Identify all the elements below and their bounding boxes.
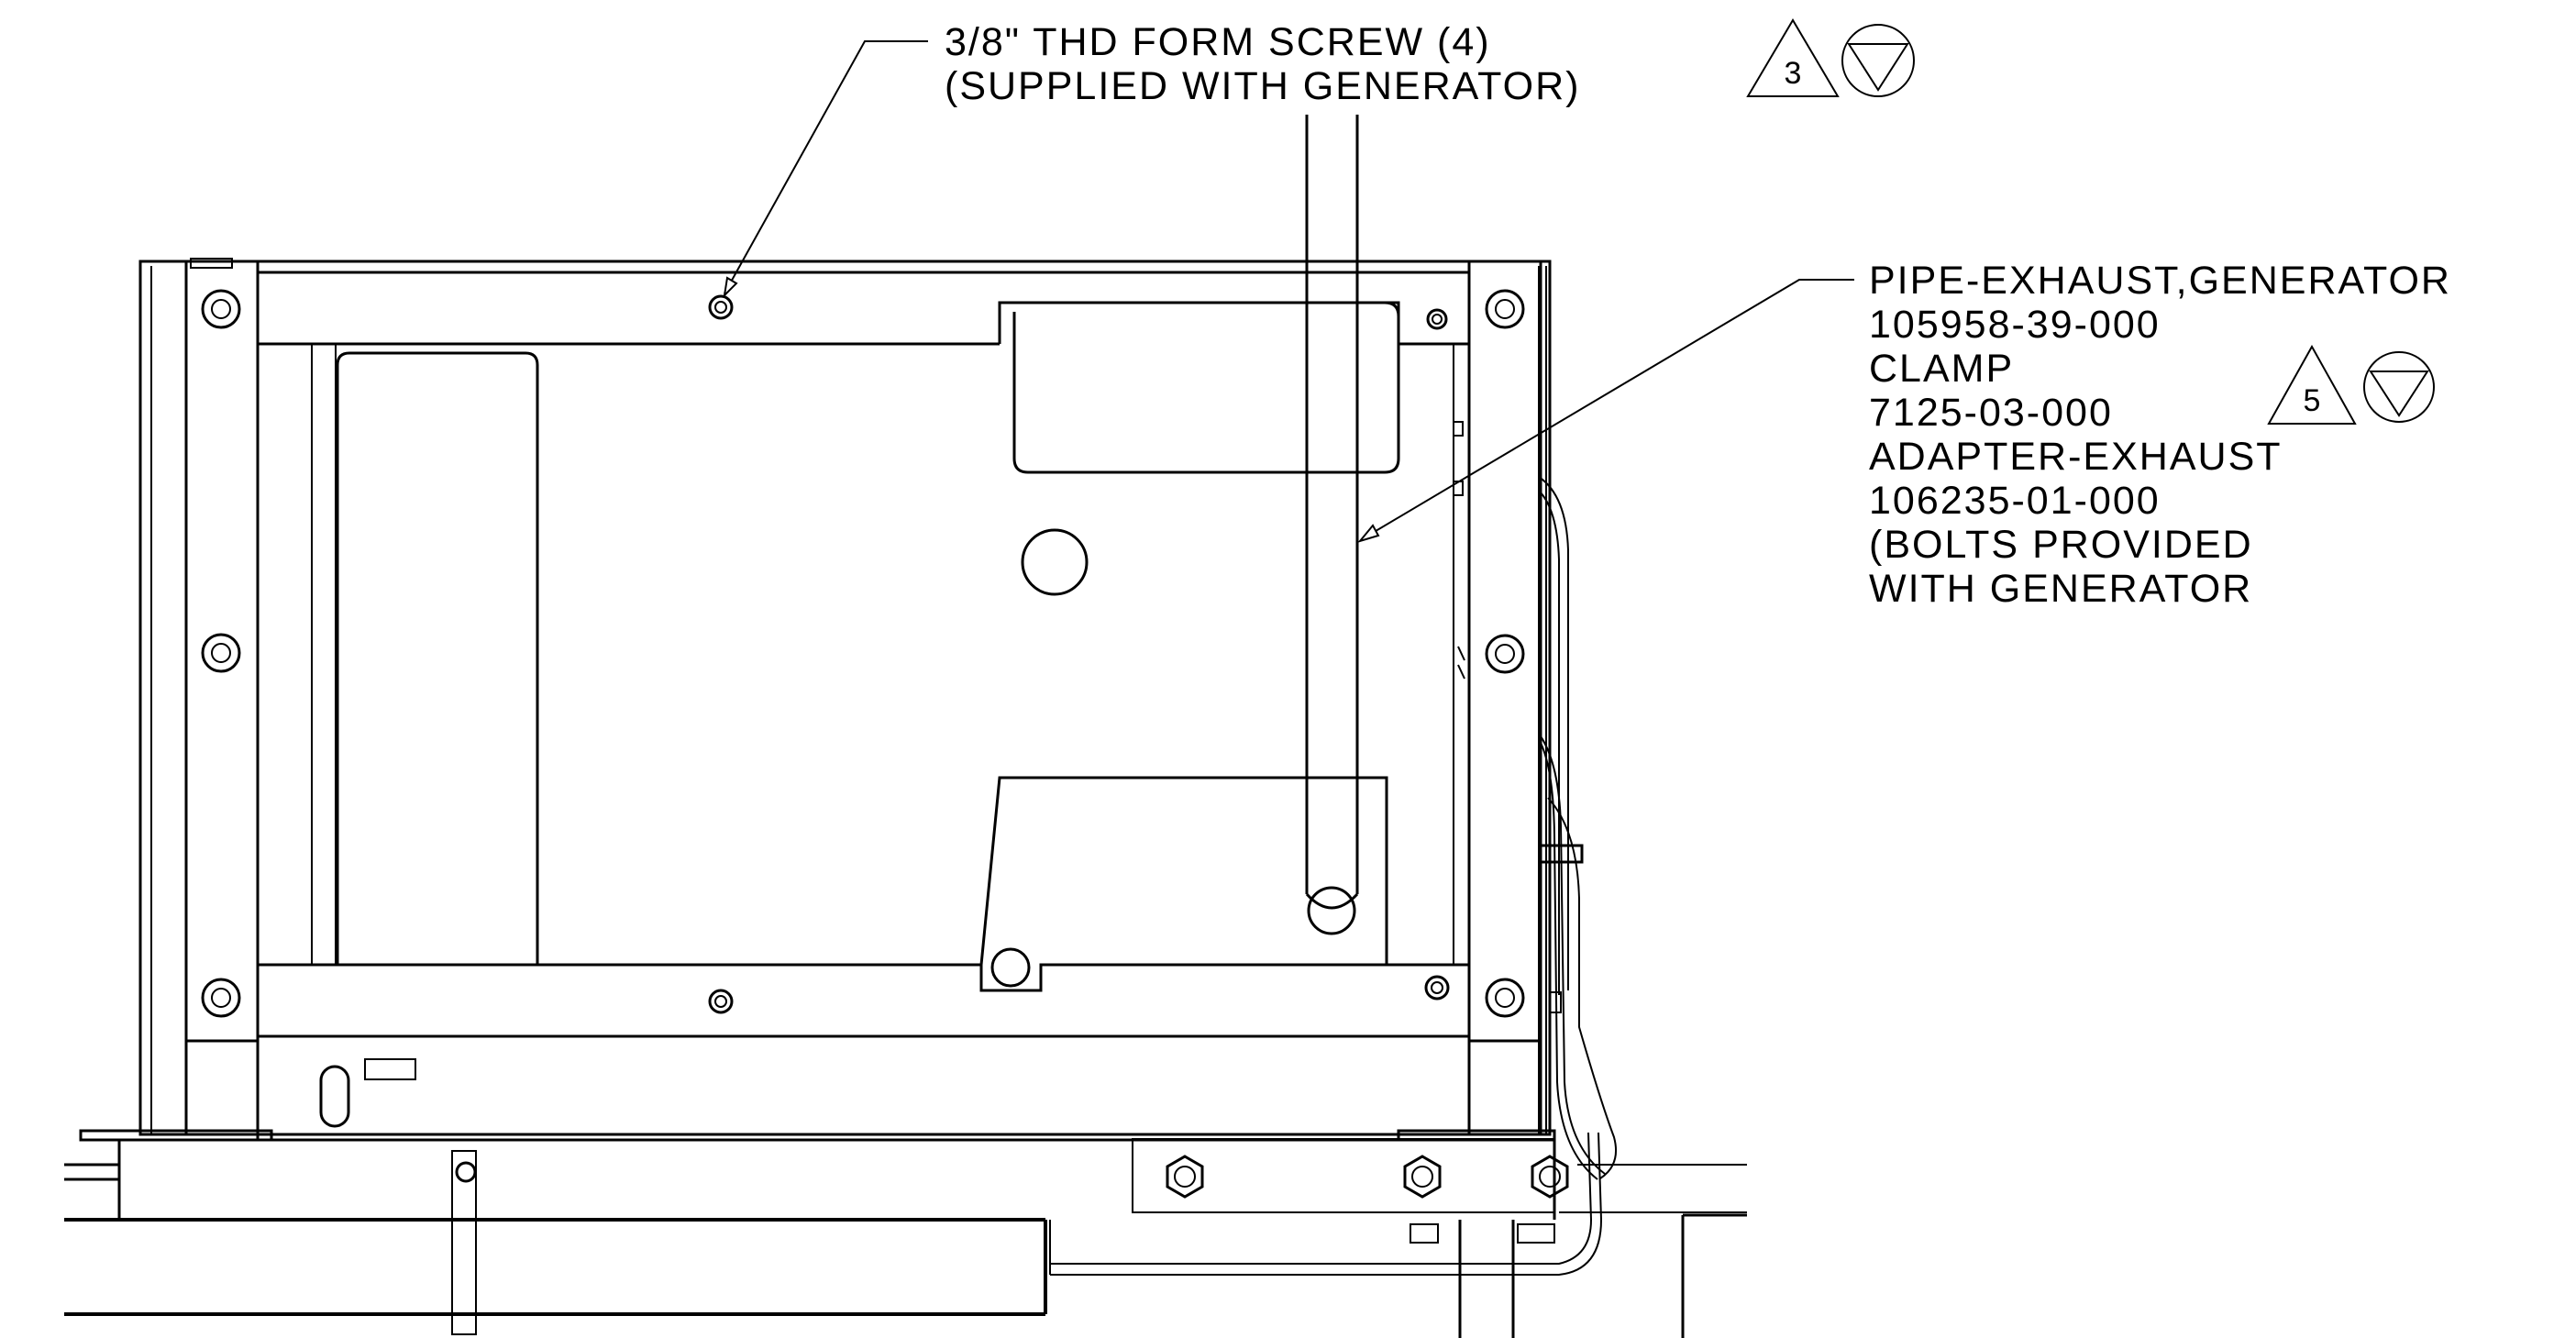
- lower-bracket: [979, 776, 1388, 988]
- bottom-cross-member: [258, 963, 1469, 1038]
- inspection-symbol: [1841, 24, 1915, 97]
- exhaust-callout-line4: 7125-03-000: [1869, 391, 2113, 435]
- skid-hex-bolts: [1166, 1155, 1569, 1199]
- top-cross-member: [258, 271, 1469, 346]
- exhaust-callout-line7: (BOLTS PROVIDED: [1869, 523, 2253, 567]
- exhaust-callout-line6: 106235-01-000: [1869, 479, 2161, 523]
- note-triangle: [1746, 18, 1840, 97]
- screw-note-number: 3: [1785, 56, 1802, 91]
- rail-bolts: [201, 289, 1525, 1018]
- left-rail: [184, 258, 260, 1134]
- inspection-symbol: [2363, 351, 2435, 423]
- exhaust-callout-line8: WITH GENERATOR: [1869, 567, 2252, 611]
- exhaust-pipe: [1305, 115, 1359, 935]
- base-skid: [64, 1058, 1747, 1338]
- exhaust-callout-line3: CLAMP: [1869, 347, 2014, 391]
- exhaust-callout-line2: 105958-39-000: [1869, 303, 2161, 347]
- access-hole: [1021, 528, 1089, 596]
- wire-harness: [1050, 476, 1618, 1276]
- form-screws: [708, 294, 1450, 1014]
- generator-frame: [138, 260, 1552, 1136]
- exhaust-callout-line5: ADAPTER-EXHAUST: [1869, 435, 2283, 479]
- screw-callout-line2: (SUPPLIED WITH GENERATOR): [945, 64, 1580, 108]
- exhaust-callout-line1: PIPE-EXHAUST,GENERATOR: [1869, 259, 2451, 303]
- callout-exhaust: PIPE-EXHAUST,GENERATOR 105958-39-000 CLA…: [1357, 259, 2451, 611]
- note-triangle: [2267, 344, 2357, 425]
- inner-panel: [311, 301, 1465, 965]
- callout-screw: 3/8" THD FORM SCREW (4) (SUPPLIED WITH G…: [723, 18, 1915, 298]
- right-rail: [1467, 260, 1542, 1134]
- screw-callout-line1: 3/8" THD FORM SCREW (4): [945, 20, 1491, 64]
- exhaust-note-number: 5: [2304, 383, 2321, 418]
